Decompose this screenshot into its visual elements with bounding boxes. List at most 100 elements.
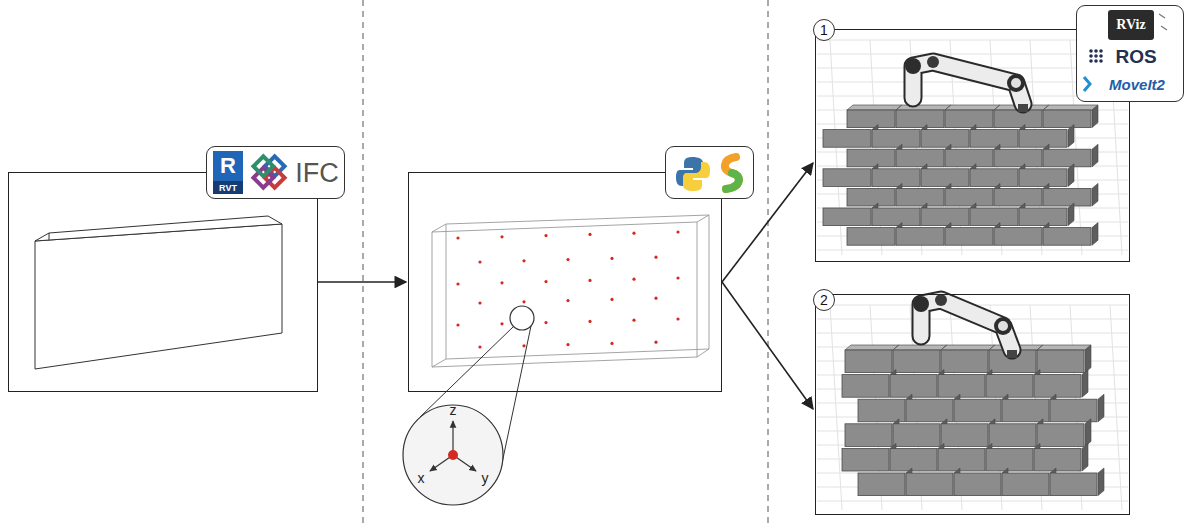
brick-top xyxy=(1037,345,1091,350)
brick-top xyxy=(893,345,947,350)
point xyxy=(610,298,613,301)
brick xyxy=(970,130,1018,148)
brick xyxy=(921,169,969,187)
point xyxy=(544,234,547,237)
leader-line xyxy=(501,326,531,468)
brick-side xyxy=(1082,370,1088,398)
speckle-logo xyxy=(725,157,739,189)
leader-line xyxy=(420,327,513,417)
brick-side xyxy=(1098,468,1104,496)
brick xyxy=(986,375,1033,398)
grid-line xyxy=(817,333,1128,334)
brick xyxy=(938,375,985,398)
brick xyxy=(893,350,940,373)
brick xyxy=(1050,399,1097,422)
brick xyxy=(921,130,969,148)
logo-part xyxy=(683,162,710,191)
point xyxy=(632,278,635,281)
point xyxy=(566,343,569,346)
brick xyxy=(847,228,895,246)
brick xyxy=(847,188,895,206)
robot-joint xyxy=(998,321,1008,331)
brick-side xyxy=(1092,183,1098,206)
tool-name: ROS xyxy=(1111,46,1161,68)
moveit-chevron xyxy=(1084,77,1090,91)
logo-dot xyxy=(1094,49,1098,53)
tool-badge: RVizROSMoveIt2 xyxy=(1076,5,1184,102)
point xyxy=(676,230,679,233)
brick-top xyxy=(941,345,995,350)
robot-link xyxy=(921,300,1012,350)
brick xyxy=(896,149,944,167)
panel-box xyxy=(408,172,722,392)
flow-arrow xyxy=(722,163,813,282)
axis-z xyxy=(452,421,453,455)
logo-link xyxy=(253,156,273,176)
brick xyxy=(989,424,1036,447)
robot-joint xyxy=(1007,74,1025,92)
point xyxy=(610,342,613,345)
point xyxy=(500,235,503,238)
point xyxy=(456,282,459,285)
panel-box: 2 xyxy=(815,294,1130,515)
tool-name: RViz xyxy=(1108,10,1154,40)
brick-side xyxy=(1068,203,1074,226)
wall-wireframe xyxy=(432,215,709,367)
point xyxy=(522,300,525,303)
logo-dot xyxy=(1099,54,1103,58)
brick xyxy=(945,110,993,128)
point xyxy=(632,232,635,235)
brick xyxy=(845,350,892,373)
point xyxy=(588,233,591,236)
brick-side xyxy=(1085,419,1091,447)
separator xyxy=(768,0,769,527)
robot-gripper xyxy=(1018,104,1028,112)
robot-outline xyxy=(921,300,1012,350)
axis-label: x xyxy=(414,469,428,486)
brick-side xyxy=(1092,144,1098,167)
point xyxy=(456,323,459,326)
robot-joint xyxy=(905,58,921,74)
brick xyxy=(1043,188,1091,206)
brick xyxy=(845,424,892,447)
flow-arrow xyxy=(722,282,813,409)
brick xyxy=(906,399,953,422)
brick xyxy=(872,169,920,187)
brick-wall xyxy=(823,105,1098,245)
wall-solid xyxy=(35,216,282,369)
point xyxy=(588,279,591,282)
brick-wall xyxy=(842,345,1104,496)
brick-side xyxy=(1068,164,1074,187)
brick xyxy=(1002,399,1049,422)
point xyxy=(654,297,657,300)
separator xyxy=(363,0,364,527)
brick xyxy=(970,208,1018,226)
rviz-mark xyxy=(1159,14,1167,30)
point xyxy=(544,321,547,324)
point xyxy=(478,345,481,348)
brick xyxy=(945,228,993,246)
point xyxy=(522,259,525,262)
brick xyxy=(1034,448,1081,471)
brick xyxy=(847,110,895,128)
point xyxy=(500,322,503,325)
brick-side xyxy=(1092,223,1098,246)
point xyxy=(478,301,481,304)
brick xyxy=(872,208,920,226)
brick xyxy=(823,169,871,187)
flow-arrow xyxy=(318,281,406,283)
point xyxy=(610,257,613,260)
brick xyxy=(941,350,988,373)
brick-side xyxy=(1098,394,1104,422)
brick xyxy=(858,473,905,496)
format-label: RVT xyxy=(213,181,243,194)
brick xyxy=(1002,473,1049,496)
format-label: IFC xyxy=(294,155,340,191)
brick xyxy=(921,208,969,226)
brick xyxy=(994,228,1042,246)
point xyxy=(566,299,569,302)
callout-number: 2 xyxy=(813,289,835,311)
brick xyxy=(896,228,944,246)
brick xyxy=(906,473,953,496)
point xyxy=(632,319,635,322)
